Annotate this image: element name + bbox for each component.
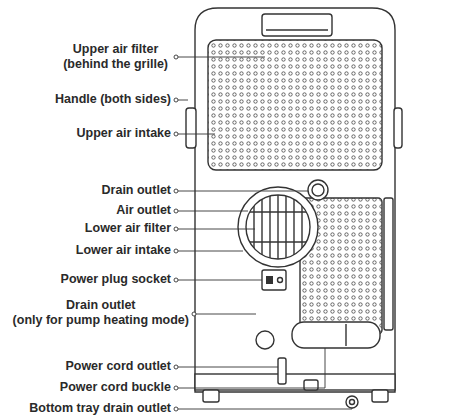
part-label: Lower air intake: [76, 243, 171, 258]
part-label: Bottom tray drain outlet: [29, 401, 171, 416]
part-label: Upper air filter (behind the grille): [63, 42, 168, 72]
part-label: Lower air filter: [85, 221, 171, 236]
part-label: Drain outlet (only for pump heating mode…: [13, 298, 189, 328]
part-label: Air outlet: [116, 203, 171, 218]
part-label: Drain outlet: [102, 183, 171, 198]
part-label: Upper air intake: [77, 126, 171, 141]
part-label: Power plug socket: [61, 272, 171, 287]
part-label: Handle (both sides): [55, 92, 171, 107]
leader-lines: [174, 55, 352, 411]
part-label: Power cord outlet: [65, 359, 171, 374]
part-label: Power cord buckle: [60, 380, 171, 395]
